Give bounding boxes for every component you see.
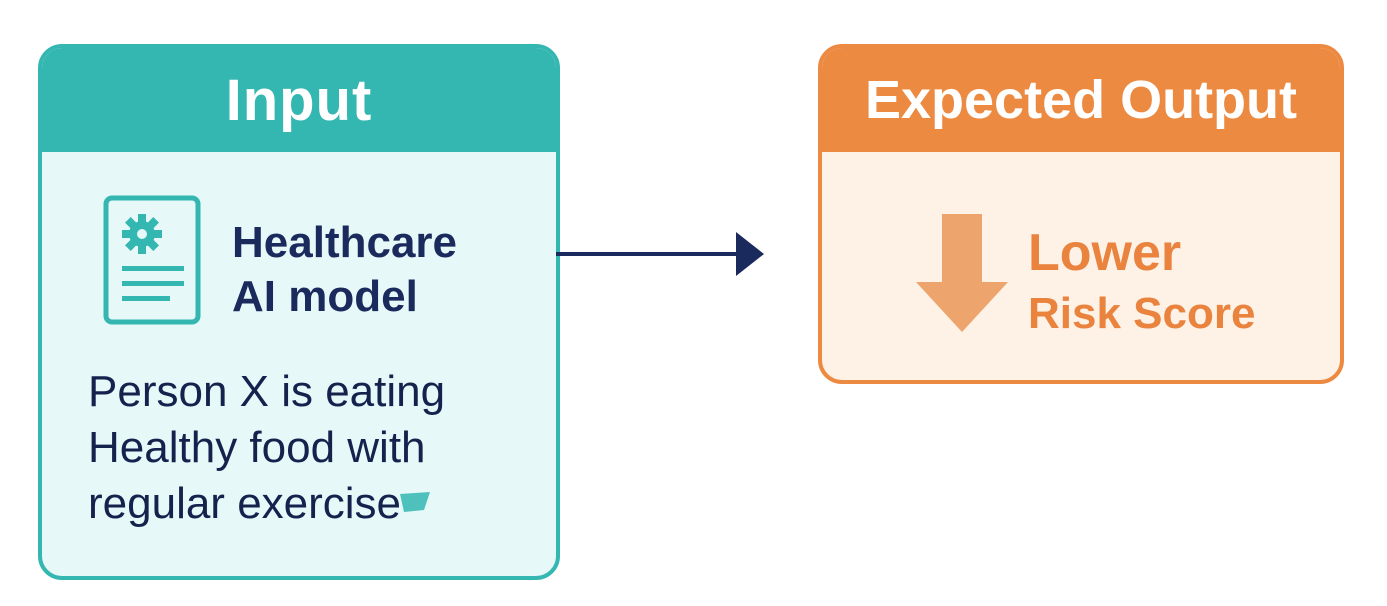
decorative-blob-icon [400,492,430,512]
output-card-header: Expected Output [822,48,1340,152]
result-text: Lower Risk Score [1028,222,1255,344]
output-card: Expected Output Lower Risk Score [818,44,1344,384]
document-gear-icon [103,195,201,325]
description-line-1: Person X is eating [88,367,446,416]
model-title: Healthcare AI model [232,216,457,324]
result-line1: Lower [1028,224,1182,282]
input-card-header: Input [42,48,556,152]
model-title-line1: Healthcare [232,218,458,267]
down-arrow-icon [916,214,1008,332]
description-line-3: regular exercise [88,479,402,528]
input-description: Person X is eating Healthy food with reg… [88,364,445,532]
input-card: Input Healthcare AI model Person X is ea… [38,44,560,580]
model-title-line2: AI model [232,272,418,321]
flow-arrow-icon [556,232,764,276]
description-line-2: Healthy food with [88,423,426,472]
result-line2: Risk Score [1028,289,1256,338]
